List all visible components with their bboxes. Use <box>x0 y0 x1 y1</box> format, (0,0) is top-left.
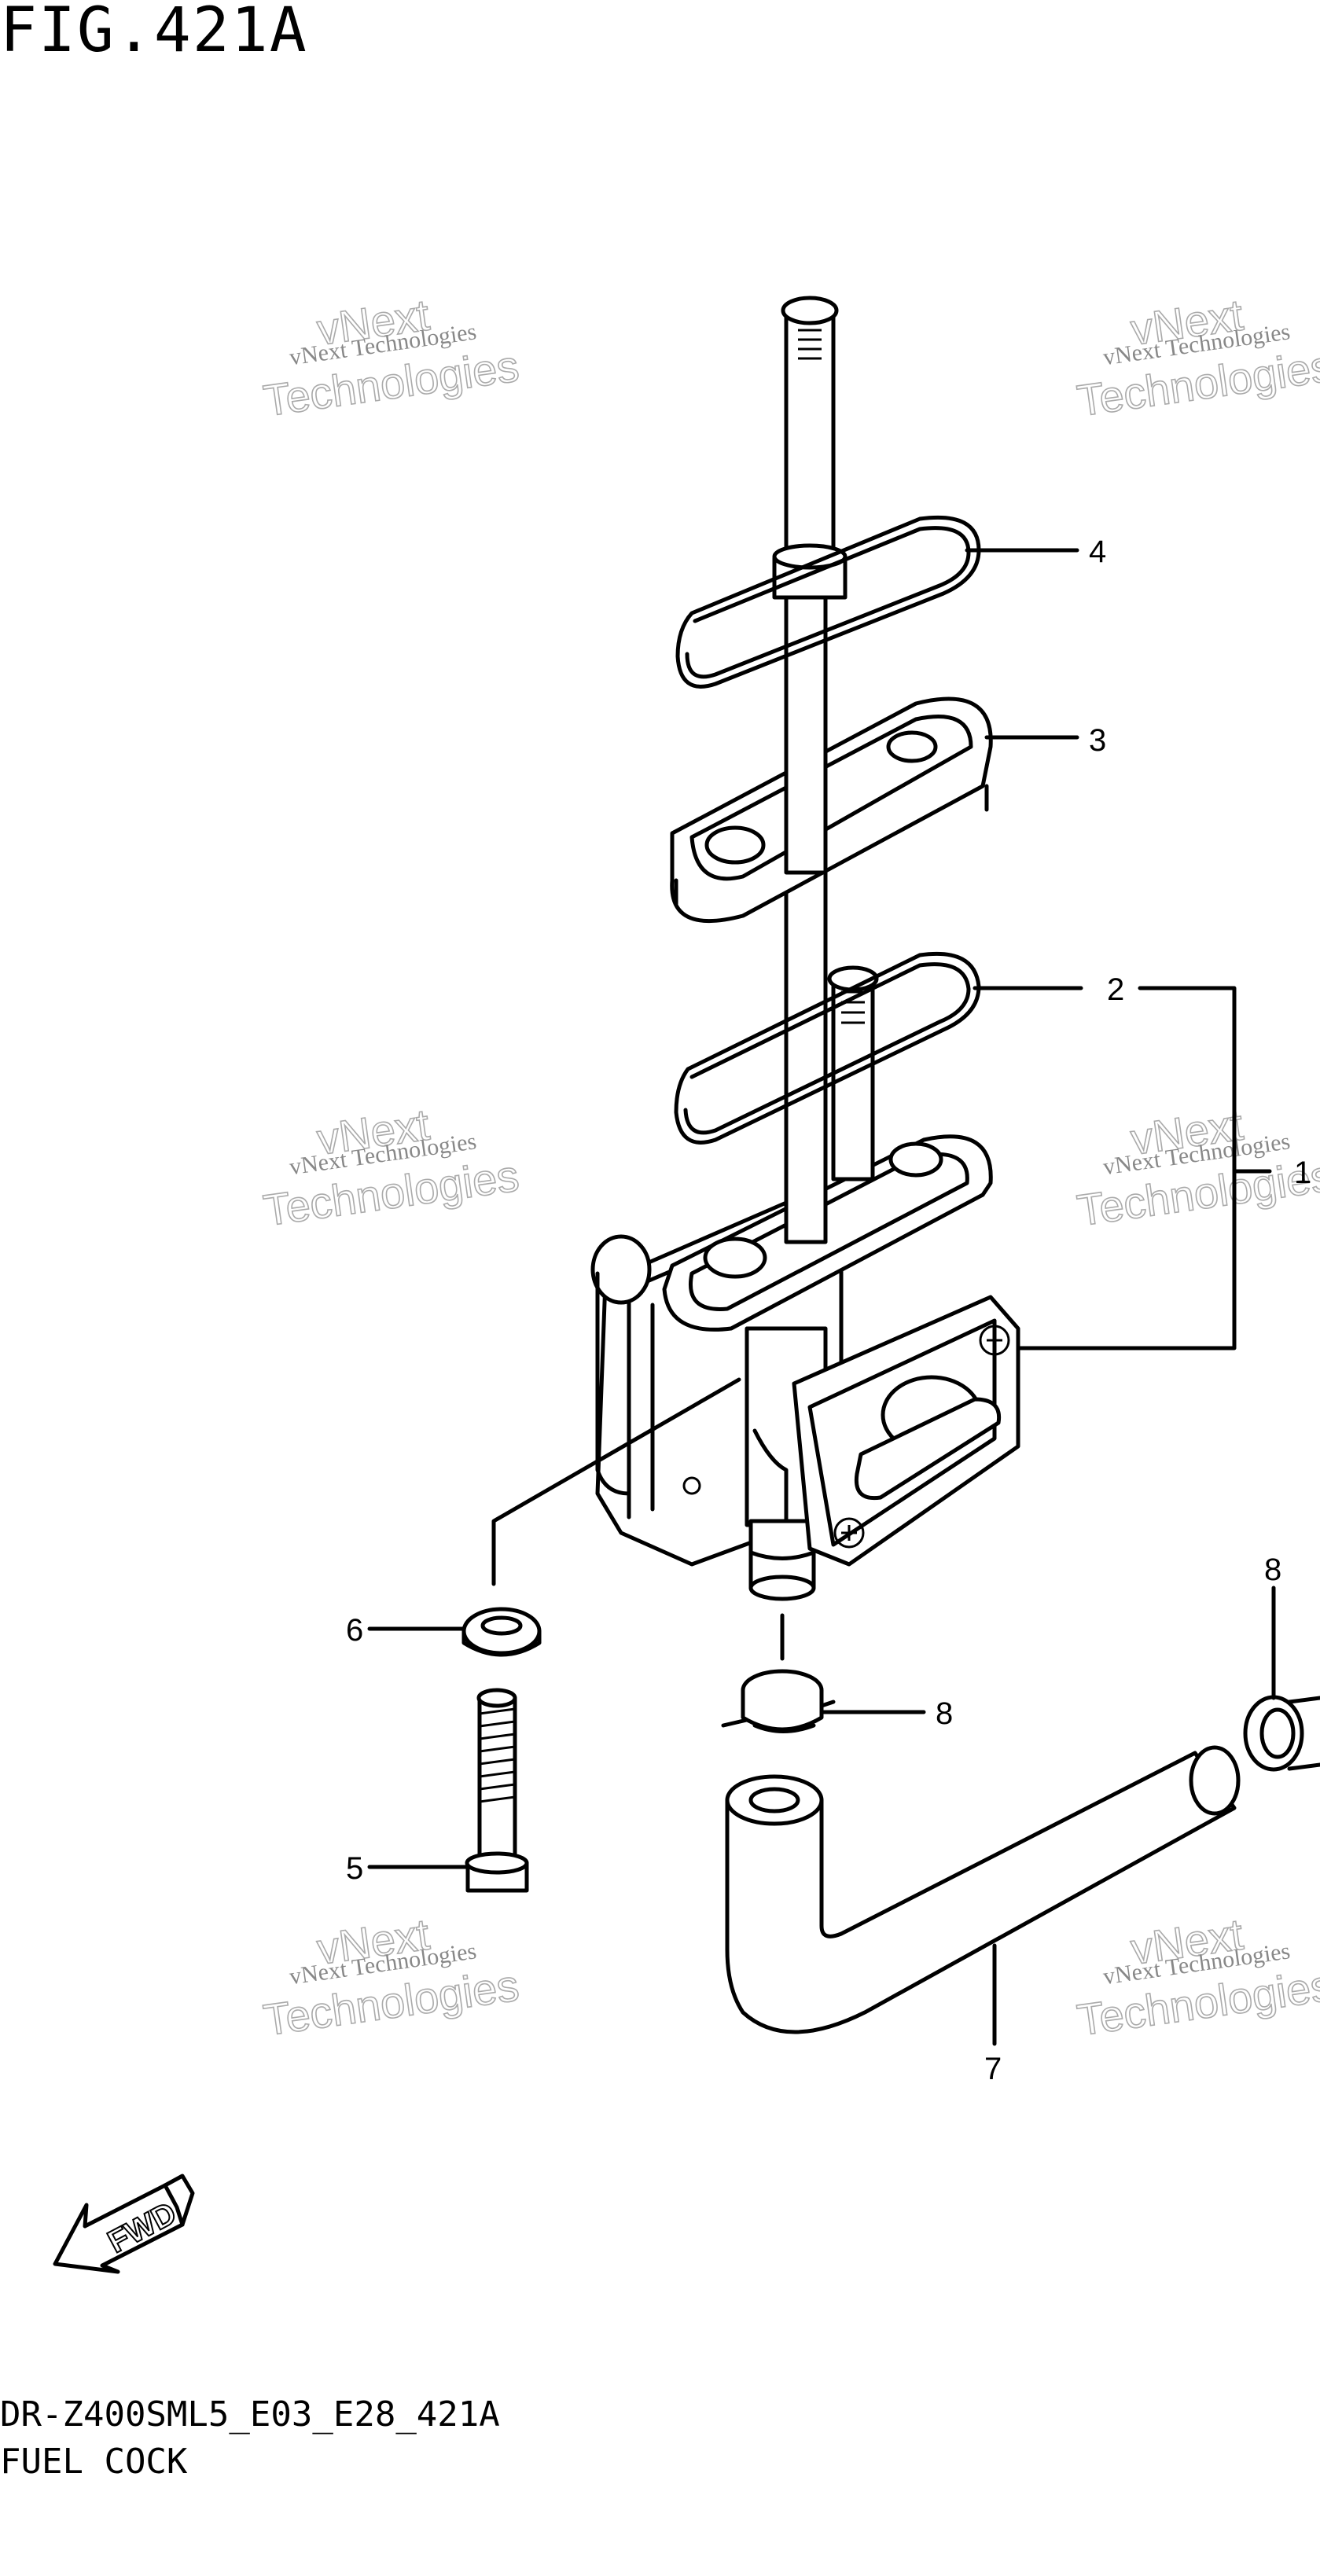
watermark-bottom-right: vNext vNext Technologies Technologies <box>1073 1909 1320 2045</box>
part-washer <box>461 1607 542 1657</box>
leader-lines <box>367 548 1276 2046</box>
part-bolt <box>465 1688 529 1893</box>
part-clamp-right <box>1243 1695 1320 1772</box>
part-o-ring-upper <box>675 515 981 689</box>
diagram-name: FUEL COCK <box>0 2442 188 2482</box>
callout-5: 5 <box>346 1851 363 1886</box>
diagram-code: DR-Z400SML5_E03_E28_421A <box>0 2394 500 2435</box>
callout-1: 1 <box>1294 1156 1311 1190</box>
part-fuel-cock-body <box>590 862 1020 1601</box>
part-gasket <box>670 696 993 923</box>
watermark-bottom-left: vNext vNext Technologies Technologies <box>259 1909 522 2045</box>
figure-title: FIG.421A <box>0 0 308 66</box>
callout-8-left: 8 <box>936 1696 953 1731</box>
callout-6: 6 <box>346 1613 363 1648</box>
watermark-top-left: vNext vNext Technologies Technologies <box>259 289 522 426</box>
callout-3: 3 <box>1089 723 1106 758</box>
part-fuel-hose <box>725 1745 1241 2034</box>
part-clamp-left <box>721 1669 836 1733</box>
watermark-middle-left: vNext vNext Technologies Technologies <box>259 1099 522 1236</box>
callout-4: 4 <box>1089 535 1106 569</box>
callout-8-right: 8 <box>1264 1553 1281 1587</box>
part-o-ring-lower <box>674 951 981 1145</box>
callout-7: 7 <box>984 2052 1002 2086</box>
watermark-middle-right: vNext vNext Technologies Technologies <box>1073 1099 1320 1236</box>
watermark-top-right: vNext vNext Technologies Technologies <box>1073 289 1320 426</box>
callout-2: 2 <box>1107 972 1124 1007</box>
fwd-arrow-icon: FWD <box>53 2174 195 2274</box>
